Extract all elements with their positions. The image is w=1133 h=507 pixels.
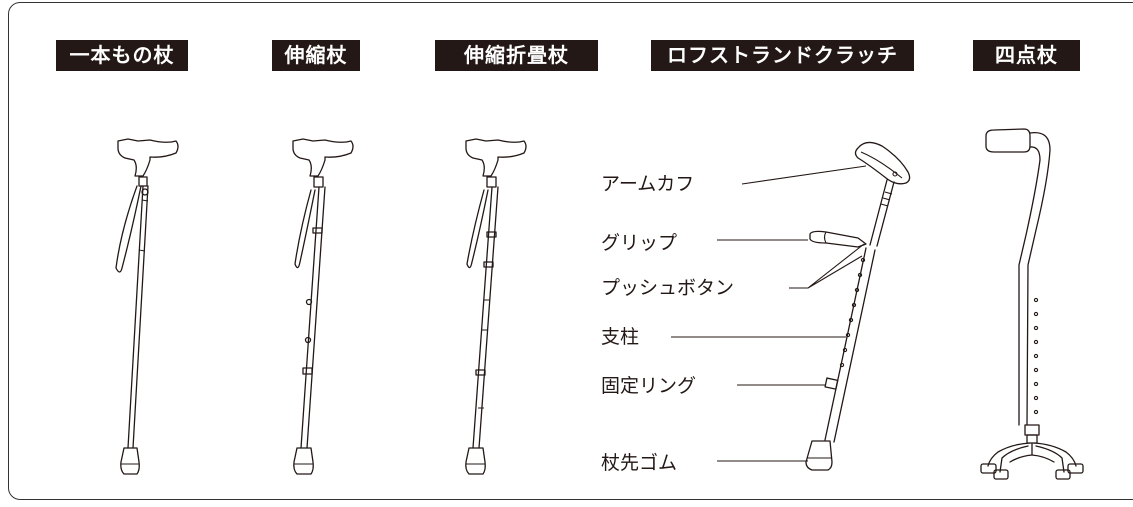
- part-label-rubber-tip: 杖先ゴム: [601, 452, 678, 474]
- single-cane-illustration: [115, 138, 179, 475]
- part-label-push-button: プッシュボタン: [601, 277, 735, 299]
- part-label-shaft: 支柱: [601, 326, 640, 348]
- label-single-cane: 一本もの杖: [56, 40, 188, 71]
- part-label-fixing-ring: 固定リング: [601, 375, 697, 397]
- label-folding-cane: 伸縮折畳杖: [435, 40, 598, 71]
- telescopic-cane-illustration: [292, 138, 354, 475]
- quad-adjust-holes: [1033, 297, 1039, 415]
- part-label-grip: グリップ: [601, 232, 678, 254]
- lofstrand-crutch-illustration: [805, 141, 911, 471]
- part-label-arm-cuff: アームカフ: [601, 173, 695, 195]
- label-quad-cane: 四点杖: [973, 40, 1080, 71]
- label-lofstrand-crutch: ロフストランドクラッチ: [651, 40, 914, 71]
- crutch-adjust-holes: [839, 257, 866, 368]
- folding-cane-illustration: [465, 138, 527, 475]
- label-telescopic-cane: 伸縮杖: [272, 40, 360, 71]
- quad-cane-illustration: [980, 128, 1084, 480]
- leader-lines: [671, 165, 867, 462]
- diagram-frame: [8, 2, 1133, 500]
